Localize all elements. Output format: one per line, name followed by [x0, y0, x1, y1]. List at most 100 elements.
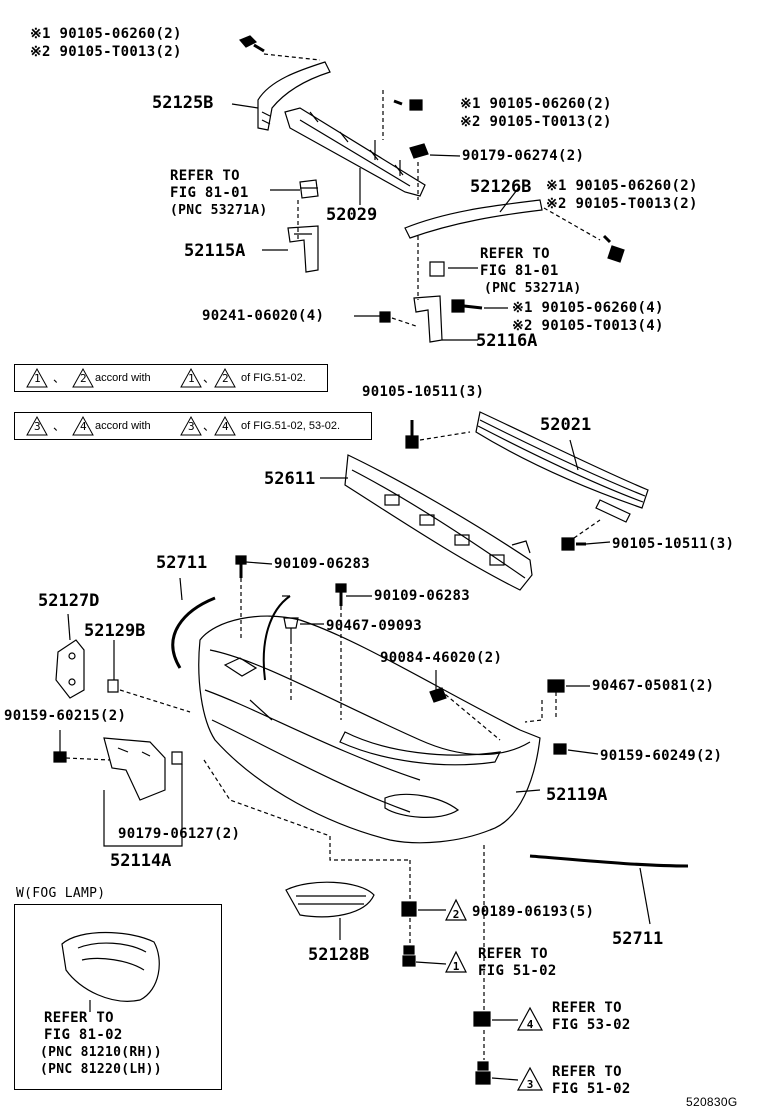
refer-label: REFER TO: [552, 1064, 622, 1080]
note-box-2: 3 、 4 accord with 3 、 4 of FIG.51-02, 53…: [14, 412, 372, 440]
bracket-52127d: [55, 639, 85, 699]
pnc-label: (PNC 81220(LH)): [40, 1062, 162, 1077]
bracket-52126b: [404, 199, 543, 239]
note-text: accord with: [95, 372, 151, 384]
part-label: ※2 90105-T0013(2): [546, 196, 698, 212]
refer-label: FIG 81-02: [44, 1027, 123, 1043]
bolt-icon: [561, 537, 586, 551]
part-label: 90179-06274(2): [462, 148, 585, 164]
part-label: ※1 90105-06260(2): [460, 96, 612, 112]
bumper-cover-52119a: [198, 615, 541, 844]
note-sym: 2: [222, 372, 229, 385]
clip-icon: [473, 1011, 491, 1027]
molding-52711: [171, 596, 216, 669]
part-number: 52711: [612, 929, 664, 949]
part-label: 90109-06283: [274, 556, 371, 572]
clip-icon: [547, 679, 565, 693]
part-number: 52126B: [470, 177, 532, 197]
note-text: of FIG.51-02.: [241, 372, 306, 384]
support-52116a: [413, 295, 443, 343]
refer-label: REFER TO: [480, 246, 550, 262]
part-label: 90189-06193(5): [472, 904, 595, 920]
separator: 、: [53, 371, 66, 385]
screw-icon: [53, 751, 67, 763]
part-label: ※2 90105-T0013(2): [460, 114, 612, 130]
pnc-label: (PNC 81210(RH)): [40, 1045, 162, 1060]
screw-icon: [475, 1061, 491, 1085]
part-label: 90159-60249(2): [600, 748, 723, 764]
refer-label: REFER TO: [478, 946, 548, 962]
absorber-52611: [344, 454, 533, 591]
molding-52711-lower: [529, 854, 689, 868]
separator: 、: [203, 419, 216, 433]
triangle-label: 1: [453, 960, 460, 973]
fog-lamp-box: [14, 904, 222, 1090]
retainer-52029: [284, 107, 426, 197]
fog-lamp-title: W(FOG LAMP): [16, 886, 106, 901]
note-sym: 1: [188, 372, 195, 385]
clip-icon: [429, 261, 445, 277]
screw-icon: [335, 583, 347, 606]
clip-icon: [107, 679, 119, 693]
refer-label: FIG 81-01: [170, 185, 249, 201]
part-label: 90179-06127(2): [118, 826, 241, 842]
bolt-icon: [405, 420, 419, 449]
part-number: 52611: [264, 469, 316, 489]
bracket-52125b: [257, 61, 331, 131]
triangle-label: 3: [527, 1078, 534, 1091]
clip-icon: [171, 751, 183, 765]
part-label: 90159-60215(2): [4, 708, 127, 724]
note-symbols: [26, 415, 236, 436]
part-label: 90105-10511(3): [362, 384, 485, 400]
note-sym: 2: [80, 372, 87, 385]
part-label: 90467-05081(2): [592, 678, 715, 694]
cover-52128b: [285, 881, 375, 918]
clip-icon: [429, 687, 447, 703]
bolt-icon: [602, 234, 625, 263]
note-symbols: [26, 367, 236, 388]
screw-icon: [553, 743, 567, 755]
note-sym: 1: [34, 372, 41, 385]
part-label: ※2 90105-T0013(4): [512, 318, 664, 334]
clip-icon: [299, 179, 319, 199]
bolt-icon: [393, 99, 423, 111]
part-label: ※1 90105-06260(2): [546, 178, 698, 194]
part-number: 52128B: [308, 945, 370, 965]
part-label: 90241-06020(4): [202, 308, 325, 324]
part-number: 52029: [326, 205, 378, 225]
reinforcement-52021: [475, 411, 649, 523]
note-sym: 3: [188, 420, 195, 433]
fog-lamp-icon: [61, 931, 160, 1002]
note-box-1: 1 、 2 accord with 1 、 2 of FIG.51-02.: [14, 364, 328, 392]
clip-icon: [283, 617, 299, 640]
part-label: ※1 90105-06260(4): [512, 300, 664, 316]
part-label: 90084-46020(2): [380, 650, 503, 666]
refer-label: REFER TO: [170, 168, 240, 184]
part-label: ※2 90105-T0013(2): [30, 44, 182, 60]
diagram-id: 520830G: [686, 1095, 738, 1109]
triangle-label: 4: [527, 1018, 534, 1031]
part-number: 52021: [540, 415, 592, 435]
refer-label: FIG 51-02: [478, 963, 557, 979]
part-number: 52125B: [152, 93, 214, 113]
note-sym: 3: [34, 420, 41, 433]
note-text: accord with: [95, 420, 151, 432]
bracket-52114a: [103, 737, 166, 801]
bolt-icon: [238, 35, 265, 53]
screw-icon: [235, 555, 247, 578]
pnc-label: (PNC 53271A): [170, 203, 268, 218]
note-sym: 4: [80, 420, 87, 433]
part-number: 52119A: [546, 785, 608, 805]
part-label: 90109-06283: [374, 588, 471, 604]
part-label: 90105-10511(3): [612, 536, 735, 552]
refer-label: FIG 51-02: [552, 1081, 631, 1097]
clip-icon: [401, 901, 417, 917]
triangle-symbol-icon: [445, 898, 544, 1091]
refer-label: FIG 81-01: [480, 263, 559, 279]
note-text: of FIG.51-02, 53-02.: [241, 420, 341, 432]
bolt-icon: [379, 311, 391, 323]
pnc-label: (PNC 53271A): [484, 281, 582, 296]
separator: 、: [53, 419, 66, 433]
part-number: 52129B: [84, 621, 146, 641]
